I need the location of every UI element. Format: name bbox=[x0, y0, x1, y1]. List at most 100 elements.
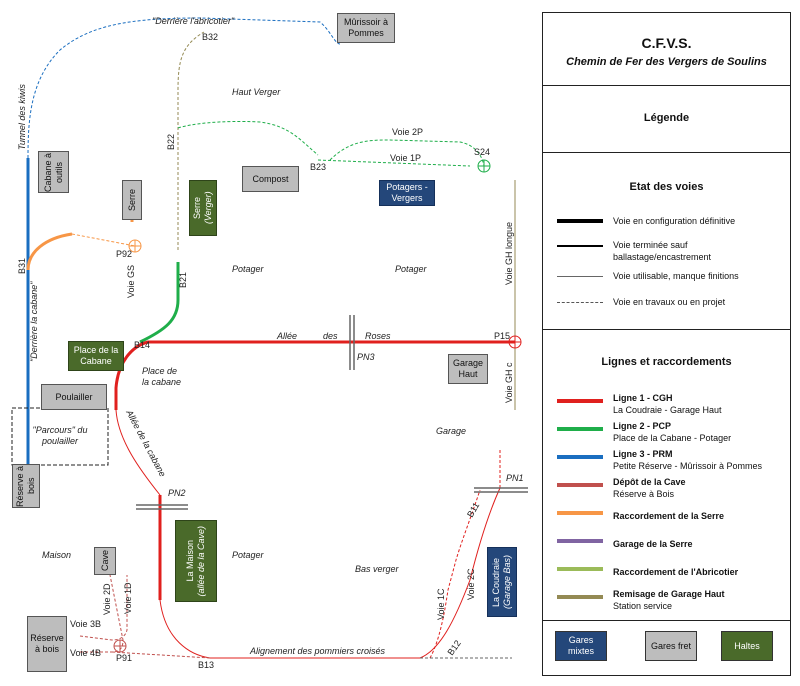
roses-label: Roses bbox=[365, 331, 391, 341]
track-cave bbox=[79, 575, 128, 641]
line-desc: Réserve à Bois bbox=[613, 489, 675, 499]
reserve-bois-small-building: Réserve à bois bbox=[12, 464, 40, 508]
track-state-label-3: Voie utilisable, manque finitions bbox=[613, 271, 739, 281]
line-swatch bbox=[557, 595, 603, 599]
track-state-row-4: Voie en travaux ou en projet bbox=[543, 295, 790, 325]
pn2-label: PN2 bbox=[168, 488, 186, 498]
garage-haut-label: Garage Haut bbox=[452, 358, 484, 379]
pn2-crossing bbox=[136, 504, 188, 510]
voie-gh-longue-label: Voie GH longue bbox=[504, 222, 514, 285]
line-swatch bbox=[557, 455, 603, 459]
legend-subtitle: Chemin de Fer des Vergers de Soulins bbox=[566, 56, 767, 68]
track-ligne3-project bbox=[27, 17, 341, 159]
serre-label: Serre bbox=[126, 188, 137, 211]
pn3-crossing bbox=[349, 315, 355, 370]
b12-label: B12 bbox=[445, 638, 462, 657]
garage-haut-building: Garage Haut bbox=[448, 354, 488, 384]
cabane-outils-building: Cabane à outils bbox=[38, 151, 69, 193]
place-cabane-label: Place de la Cabane bbox=[73, 345, 119, 366]
track-ligne2 bbox=[139, 262, 180, 344]
bas-verger-label: Bas verger bbox=[355, 564, 400, 574]
haut-verger-label: Haut Verger bbox=[232, 87, 281, 97]
track-state-swatch-2 bbox=[557, 245, 603, 247]
turntable-p15-icon bbox=[508, 335, 522, 349]
allee-cabane-label: Allée de la cabane bbox=[124, 407, 168, 478]
station-type-1: Gares fret bbox=[645, 631, 697, 661]
la-coudraie-station: La Coudraie (Garage Bas) bbox=[487, 547, 517, 617]
la-coudraie-label: La Coudraie (Garage Bas) bbox=[491, 554, 512, 610]
voie-1p-label: Voie 1P bbox=[390, 153, 421, 163]
line-swatch bbox=[557, 399, 603, 403]
serre-verger-halt: Serre (Verger) bbox=[189, 180, 217, 236]
legend-panel: C.F.V.S. Chemin de Fer des Vergers de So… bbox=[542, 12, 791, 676]
line-label: Raccordement de la Serre bbox=[613, 510, 724, 522]
legend-title-section: C.F.V.S. Chemin de Fer des Vergers de So… bbox=[543, 13, 790, 86]
compost-label: Compost bbox=[252, 173, 289, 184]
line-desc: Station service bbox=[613, 601, 673, 611]
voie-4b-label: Voie 4B bbox=[70, 648, 101, 658]
serre-verger-label: Serre (Verger) bbox=[192, 191, 213, 225]
murissoir-building: Mûrissoir à Pommes bbox=[337, 13, 395, 43]
p15-label: P15 bbox=[494, 331, 510, 341]
voie-2d-label: Voie 2D bbox=[102, 583, 112, 615]
garage-label: Garage bbox=[436, 426, 466, 436]
track-voie1c bbox=[429, 489, 481, 659]
la-maison-label: La Maison(allée de la Cave) bbox=[185, 525, 206, 597]
voie-3b-label: Voie 3B bbox=[70, 619, 101, 629]
b32-label: B32 bbox=[202, 32, 218, 42]
pn1-crossing bbox=[474, 487, 528, 493]
station-type-0: Gares mixtes bbox=[555, 631, 607, 661]
b14-label: B14 bbox=[134, 340, 150, 350]
murissoir-label: Mûrissoir à Pommes bbox=[343, 17, 388, 38]
potager-label-1: Potager bbox=[232, 264, 265, 274]
turntable-p91-icon bbox=[113, 639, 127, 653]
voie-2c-label: Voie 2C bbox=[466, 568, 476, 600]
abricotier-label: "Derrière l'abricotier" bbox=[152, 16, 235, 26]
voie-gh-c-label: Voie GH c bbox=[504, 362, 514, 403]
station-type-2: Haltes bbox=[721, 631, 773, 661]
lines-title: Lignes et raccordements bbox=[601, 356, 732, 368]
line-name: Ligne 1 - CGH bbox=[613, 393, 673, 403]
line-name: Raccordement de l'Abricotier bbox=[613, 567, 739, 577]
line-swatch bbox=[557, 539, 603, 543]
line-swatch bbox=[557, 511, 603, 515]
line-desc: Place de la Cabane - Potager bbox=[613, 433, 732, 443]
line-swatch bbox=[557, 427, 603, 431]
poulailler-building: Poulailler bbox=[41, 384, 107, 410]
b21-label: B21 bbox=[178, 272, 188, 288]
cave-label: Cave bbox=[99, 550, 110, 572]
station-types-section: Gares mixtes Gares fret Haltes bbox=[543, 621, 790, 675]
turntable-s24-icon bbox=[477, 159, 491, 173]
track-state-swatch-4 bbox=[557, 302, 603, 303]
track-serre-dashed bbox=[71, 233, 136, 247]
legend-title: C.F.V.S. bbox=[641, 35, 692, 51]
track-state-row-1: Voie en configuration définitive bbox=[543, 213, 790, 243]
voie-gs-label: Voie GS bbox=[126, 265, 136, 298]
b13-label: B13 bbox=[198, 660, 214, 670]
track-voie2p-project bbox=[177, 120, 319, 156]
track-state-section: Etat des voies Voie en configuration déf… bbox=[543, 153, 790, 330]
pn3-label: PN3 bbox=[357, 352, 375, 362]
alignement-label: Alignement des pommiers croisés bbox=[249, 646, 386, 656]
s24-label: S24 bbox=[474, 147, 490, 157]
line-row: Raccordement de la Serre bbox=[543, 504, 790, 534]
line-name: Remisage de Garage Haut bbox=[613, 589, 725, 599]
cabane-outils-label: Cabane à outils bbox=[42, 152, 64, 192]
compost-building: Compost bbox=[242, 166, 299, 192]
poulailler-label: Poulailler bbox=[55, 391, 93, 402]
line-swatch bbox=[557, 567, 603, 571]
p92-label: P92 bbox=[116, 249, 132, 259]
line-row: Garage de la Serre bbox=[543, 532, 790, 562]
reserve-bois-big-label: Réserve à bois bbox=[30, 633, 64, 654]
line-label: Raccordement de l'Abricotier bbox=[613, 566, 738, 578]
line-desc: La Coudraie - Garage Haut bbox=[613, 405, 722, 415]
potagers-vergers-label: Potagers - Vergers bbox=[386, 182, 428, 203]
track-ligne1-cabane bbox=[115, 409, 161, 496]
potagers-vergers-station: Potagers - Vergers bbox=[379, 180, 435, 206]
derriere-cabane-label: "Derrière la cabane" bbox=[29, 281, 39, 362]
